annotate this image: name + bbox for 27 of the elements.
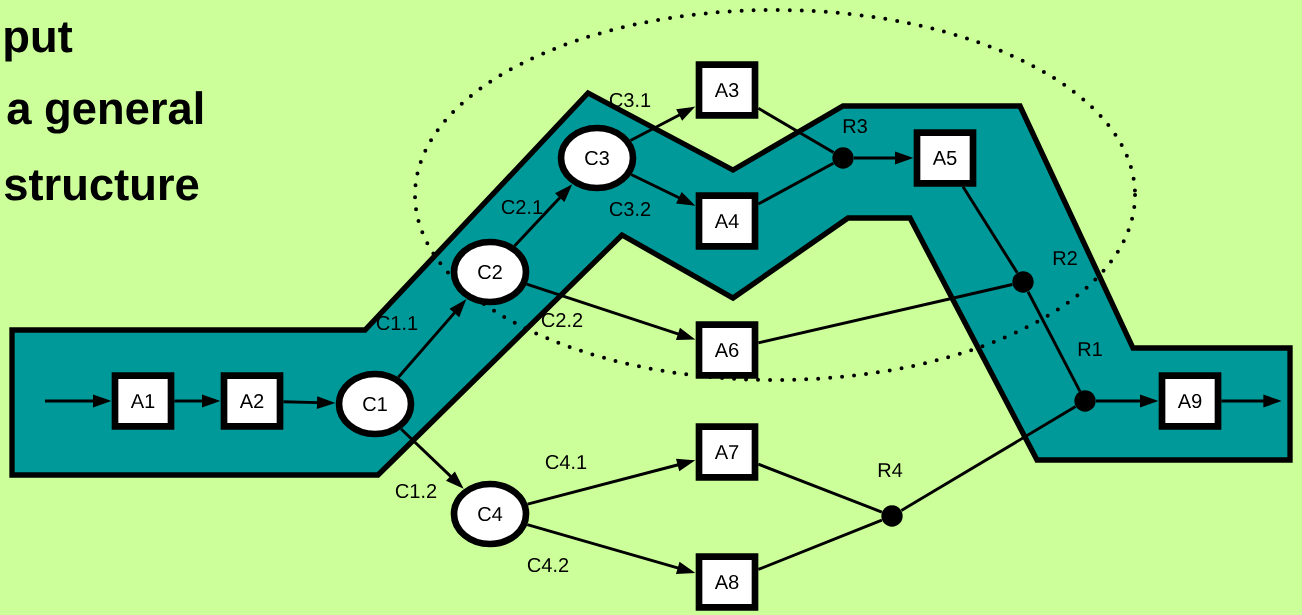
activity-box: A4 — [695, 192, 759, 250]
title-text: put — [5, 22, 73, 62]
edge-label: C1.1 — [376, 315, 418, 331]
activity-box: A1 — [111, 372, 175, 430]
activity-box: A6 — [695, 321, 759, 379]
activity-box: A7 — [695, 423, 759, 481]
edge-label: C4.1 — [545, 454, 587, 470]
activity-box: A2 — [220, 372, 284, 430]
join-label: R3 — [843, 118, 867, 134]
join-label: R2 — [1053, 251, 1077, 265]
edge-label: C2.1 — [501, 199, 543, 215]
activity-box: A3 — [695, 61, 759, 119]
activity-box: A9 — [1158, 372, 1222, 430]
edge-label: C4.2 — [527, 557, 569, 573]
edge-label: C1.2 — [395, 483, 437, 499]
join-dot — [1074, 390, 1096, 412]
title-text: structure — [4, 170, 199, 201]
join-label: R1 — [1078, 342, 1102, 356]
activity-box: A5 — [913, 129, 977, 187]
join-label: R4 — [878, 463, 903, 477]
activity-box: A8 — [695, 553, 759, 611]
join-dot — [881, 505, 903, 527]
edge-label: C2.2 — [541, 312, 583, 328]
join-dot — [1012, 271, 1034, 293]
join-dot — [832, 147, 854, 169]
edge-label: C3.2 — [609, 201, 651, 217]
title-text: a general — [7, 91, 203, 134]
